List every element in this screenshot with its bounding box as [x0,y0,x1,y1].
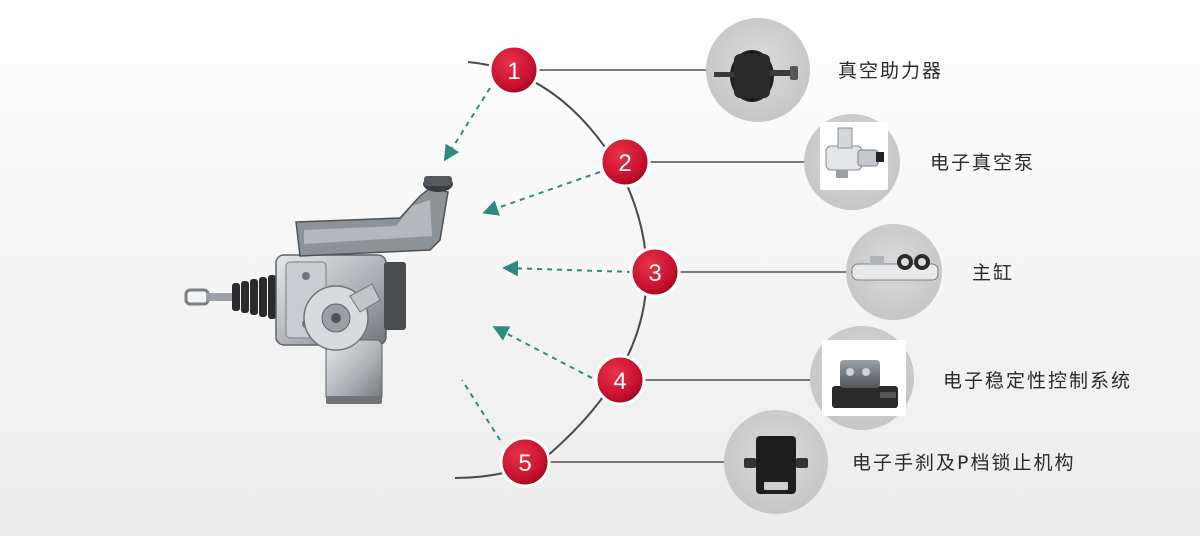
integrated-brake-assembly-icon [184,176,453,404]
master-cylinder-icon [846,224,942,320]
label-electric-vacuum-pump: 电子真空泵 [930,152,1035,174]
arrow-4 [492,326,593,379]
vacuum-booster-icon [706,18,810,122]
badge-1-number: 1 [507,58,520,85]
badge-2: 2 [599,136,651,188]
label-esc: 电子稳定性控制系统 [943,370,1132,392]
label-master-cylinder: 主缸 [972,262,1014,284]
electric-vacuum-pump-icon [804,114,900,210]
label-vacuum-booster: 真空助力器 [838,60,943,82]
thumbnails [706,18,942,514]
integration-arrows [443,87,633,441]
badge-4-number: 4 [613,368,626,395]
arrow-3 [502,260,633,277]
badge-5-number: 5 [518,450,531,477]
arrow-1 [443,87,491,162]
arrow-5 [461,379,501,441]
badge-4: 4 [594,354,646,406]
label-epb-park-lock: 电子手刹及P档锁止机构 [852,452,1075,474]
badge-1: 1 [488,44,540,96]
esc-module-icon [810,326,914,430]
epb-park-lock-icon [724,410,828,514]
badge-3: 3 [629,246,681,298]
component-labels: 真空助力器 电子真空泵 主缸 电子稳定性控制系统 电子手刹及P档锁止机构 [838,60,1132,474]
connector-lines [514,69,848,463]
badge-2-number: 2 [618,150,631,177]
arrow-2 [482,171,601,216]
badge-5: 5 [499,436,551,488]
badge-3-number: 3 [648,260,661,287]
badges: 1 2 3 4 5 [488,44,681,488]
